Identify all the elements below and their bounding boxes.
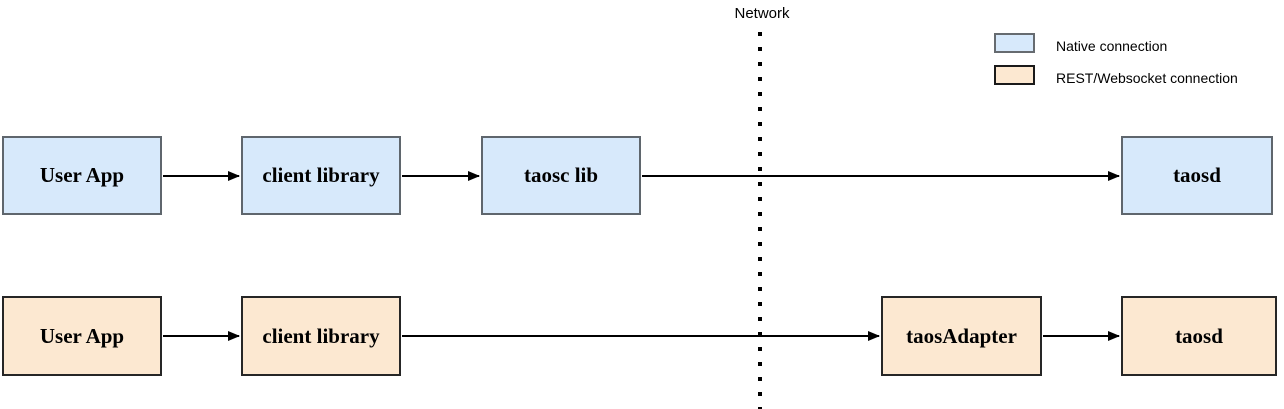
- node-taosc-lib: taosc lib: [481, 136, 641, 215]
- legend-swatch-native-connection: [994, 33, 1035, 53]
- legend-label-native-connection: Native connection: [1056, 38, 1168, 54]
- node-taosadapter: taosAdapter: [881, 296, 1042, 376]
- legend-label-rest-websocket-connection: REST/Websocket connection: [1056, 70, 1238, 86]
- legend-swatch-rest-websocket-connection: [994, 65, 1035, 85]
- network-divider-label: Network: [734, 5, 790, 22]
- network-divider-dotted-line: [758, 32, 762, 409]
- node-client-library-native: client library: [241, 136, 401, 215]
- node-client-library-rest: client library: [241, 296, 401, 376]
- node-user-app-native: User App: [2, 136, 162, 215]
- node-user-app-rest: User App: [2, 296, 162, 376]
- node-taosd-rest: taosd: [1121, 296, 1277, 376]
- node-taosd-native: taosd: [1121, 136, 1273, 215]
